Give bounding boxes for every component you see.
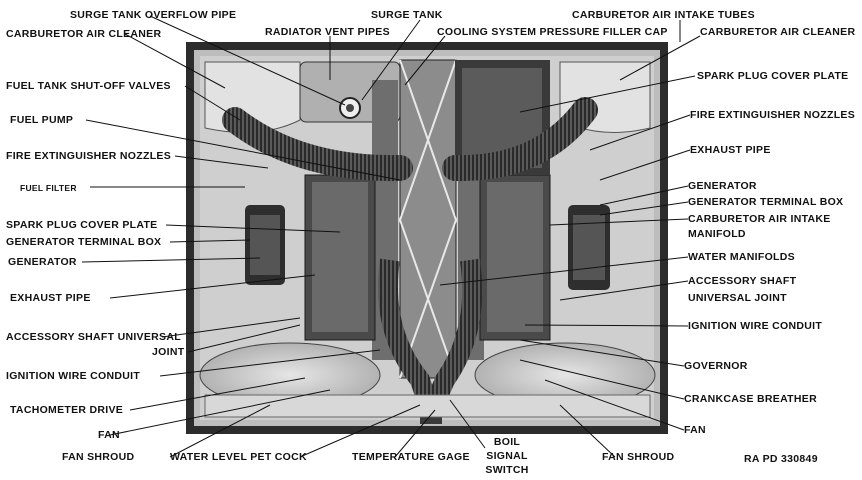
label-exhaust-pipe-left: EXHAUST PIPE — [10, 292, 91, 304]
label-exhaust-pipe-right: EXHAUST PIPE — [690, 144, 771, 156]
exhaust-pipe-left-shape — [222, 107, 413, 182]
label-surge-tank-overflow-pipe: SURGE TANK OVERFLOW PIPE — [70, 9, 237, 21]
label-generator-right: GENERATOR — [688, 180, 757, 192]
label-boil-signal-switch-1: BOIL — [493, 436, 521, 448]
label-radiator-vent-pipes: RADIATOR VENT PIPES — [265, 26, 390, 38]
label-generator-left: GENERATOR — [8, 256, 77, 268]
label-boil-signal-switch-3: SWITCH — [485, 464, 529, 476]
label-water-manifolds: WATER MANIFOLDS — [688, 251, 795, 263]
label-crankcase-breather: CRANKCASE BREATHER — [684, 393, 817, 405]
label-fire-extinguisher-nozzles-left: FIRE EXTINGUISHER NOZZLES — [6, 150, 172, 162]
leader-lines — [81, 15, 701, 458]
label-governor: GOVERNOR — [684, 360, 748, 372]
fan-shroud-floor — [204, 394, 651, 418]
exhaust-pipe-right-shape — [442, 97, 598, 182]
label-fan-left: FAN — [98, 429, 120, 441]
label-generator-terminal-box-right: GENERATOR TERMINAL BOX — [688, 196, 844, 208]
label-fire-extinguisher-nozzles-right: FIRE EXTINGUISHER NOZZLES — [690, 109, 856, 121]
label-water-level-pet-cock: WATER LEVEL PET COCK — [170, 451, 307, 463]
right-cylinder-bank — [479, 174, 551, 341]
label-tachometer-drive: TACHOMETER DRIVE — [10, 404, 124, 416]
label-spark-plug-cover-plate-right: SPARK PLUG COVER PLATE — [697, 70, 849, 82]
label-fan-right: FAN — [684, 424, 706, 436]
label-generator-terminal-box-left: GENERATOR TERMINAL BOX — [6, 236, 162, 248]
label-surge-tank: SURGE TANK — [371, 9, 443, 21]
label-accessory-shaft-universal-joint-left-2: JOINT — [152, 346, 185, 358]
label-cooling-system-pressure-filler-cap: COOLING SYSTEM PRESSURE FILLER CAP — [437, 26, 668, 38]
label-carburetor-air-intake-manifold-1: CARBURETOR AIR INTAKE — [688, 213, 831, 225]
label-fuel-tank-shut-off-valves: FUEL TANK SHUT-OFF VALVES — [6, 80, 171, 92]
label-accessory-shaft-universal-joint-left-1: ACCESSORY SHAFT UNIVERSAL — [6, 331, 181, 343]
label-carburetor-air-cleaner-left: CARBURETOR AIR CLEANER — [6, 28, 162, 40]
label-carburetor-air-intake-manifold-2: MANIFOLD — [688, 228, 746, 240]
label-fan-shroud-left: FAN SHROUD — [62, 451, 135, 463]
left-cylinder-bank — [304, 174, 376, 341]
label-carburetor-air-cleaner-right: CARBURETOR AIR CLEANER — [700, 26, 856, 38]
label-fuel-pump: FUEL PUMP — [10, 114, 74, 126]
label-spark-plug-cover-plate-left: SPARK PLUG COVER PLATE — [6, 219, 158, 231]
generator-left-shape — [245, 205, 285, 285]
label-accessory-shaft-universal-joint-right-2: UNIVERSAL JOINT — [688, 292, 787, 304]
label-carburetor-air-intake-tubes: CARBURETOR AIR INTAKE TUBES — [572, 9, 755, 21]
label-fan-shroud-right: FAN SHROUD — [602, 451, 675, 463]
generator-right-shape — [568, 205, 610, 290]
label-fuel-filter: FUEL FILTER — [20, 183, 77, 193]
label-accessory-shaft-universal-joint-right-1: ACCESSORY SHAFT — [688, 275, 797, 287]
figure-reference: RA PD 330849 — [744, 453, 818, 465]
label-boil-signal-switch-2: SIGNAL — [486, 450, 528, 462]
label-temperature-gage: TEMPERATURE GAGE — [352, 451, 470, 463]
label-ignition-wire-conduit-right: IGNITION WIRE CONDUIT — [688, 320, 823, 332]
label-ignition-wire-conduit-left: IGNITION WIRE CONDUIT — [6, 370, 141, 382]
